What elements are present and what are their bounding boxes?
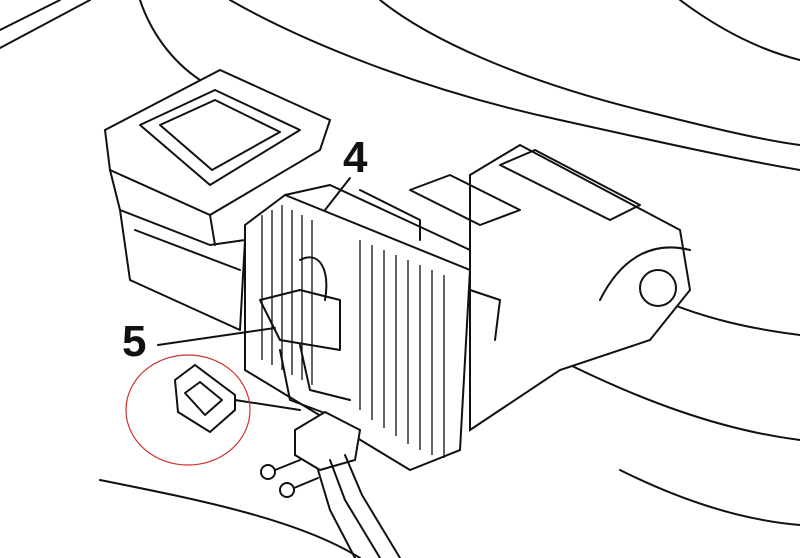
leader-line-5 [157,327,276,346]
heater-housing [359,143,692,432]
refrigerant-pipes [260,344,401,558]
callout-4: 4 [343,133,368,182]
evaporator-core [244,184,472,472]
blower-housing [103,68,332,331]
highlight-circle [125,354,251,466]
connector-part [173,363,301,434]
leader-line-4 [324,177,351,211]
callout-5: 5 [122,317,147,366]
